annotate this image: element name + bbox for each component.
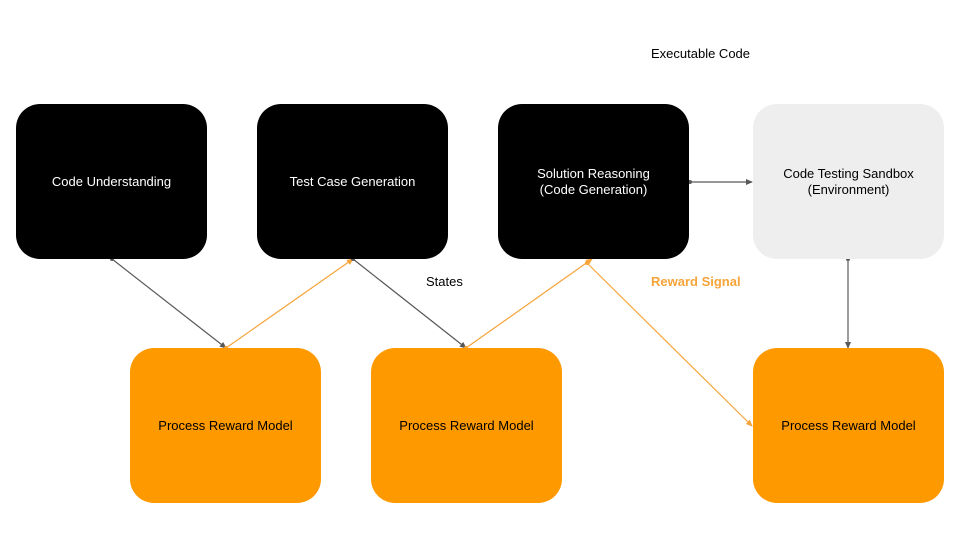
node-process-reward-model-3: Process Reward Model <box>753 348 944 503</box>
node-solution-reasoning: Solution Reasoning (Code Generation) <box>498 104 689 259</box>
label-executable-code: Executable Code <box>651 46 751 61</box>
edge-understanding-to-prm1 <box>110 257 227 349</box>
edge-testcase-to-prm2 <box>351 257 467 349</box>
node-code-understanding: Code Understanding <box>16 104 207 259</box>
label-states: States <box>426 274 463 289</box>
node-process-reward-model-1: Process Reward Model <box>130 348 321 503</box>
edge-solution-to-prm3 <box>585 261 753 427</box>
edge-prm2-to-solution <box>464 258 593 350</box>
node-test-case-generation: Test Case Generation <box>257 104 448 259</box>
edge-prm1-to-testcase <box>224 258 354 350</box>
node-process-reward-model-2: Process Reward Model <box>371 348 562 503</box>
label-reward-signal: Reward Signal <box>651 274 741 289</box>
node-code-testing-sandbox: Code Testing Sandbox (Environment) <box>753 104 944 259</box>
